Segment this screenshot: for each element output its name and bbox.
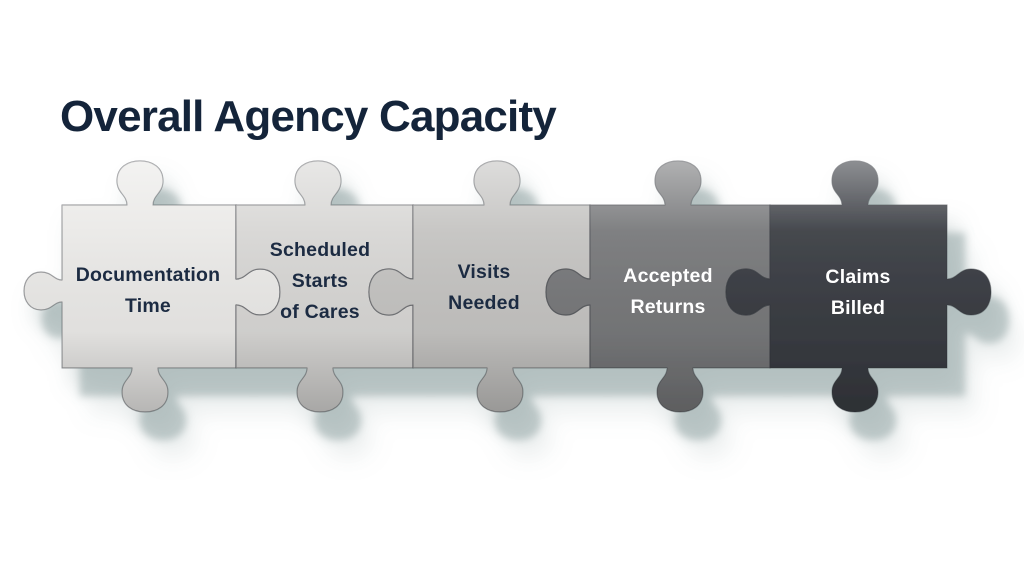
- piece-label-documentation-time: Documentation Time: [75, 264, 221, 317]
- piece-label-scheduled-starts: Scheduled Starts of Cares: [269, 238, 371, 323]
- page-title: Overall Agency Capacity: [60, 92, 557, 142]
- piece-label-accepted-returns: Accepted Returns: [623, 265, 713, 318]
- piece-label-visits-needed: Visits Needed: [448, 261, 520, 314]
- piece-label-claims-billed: Claims Billed: [825, 266, 891, 319]
